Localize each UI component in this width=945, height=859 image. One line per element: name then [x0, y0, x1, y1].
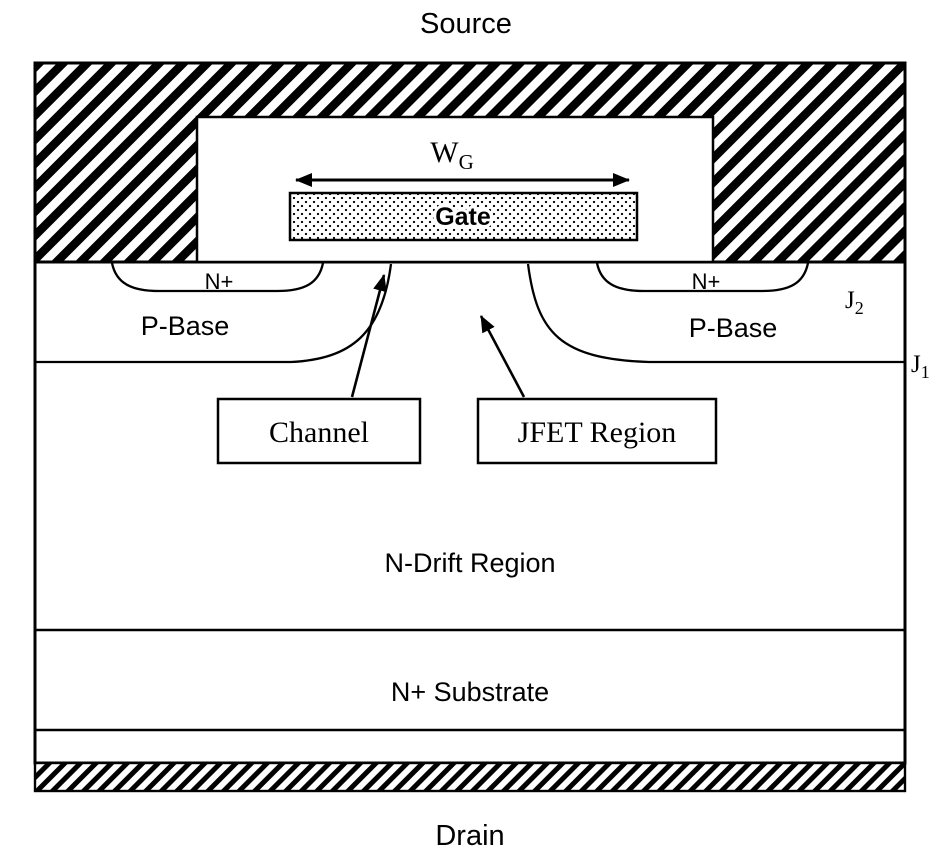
j2-junction-label: J2 — [845, 287, 864, 318]
nplus-right-region — [595, 262, 810, 293]
nplus-left-region — [110, 262, 325, 293]
drain-terminal-label: Drain — [435, 820, 504, 852]
channel-label: Channel — [269, 416, 369, 449]
n-substrate-label: N+ Substrate — [391, 677, 549, 707]
gate-label: Gate — [435, 203, 491, 231]
nplus-left-label: N+ — [205, 269, 234, 294]
channel-arrow — [350, 274, 387, 398]
jfet-callout-box — [476, 397, 718, 465]
j1-junction-label: J1 — [911, 351, 930, 382]
gate-electrode — [288, 191, 639, 242]
gate-width-label: WG — [430, 136, 474, 174]
jfet-region-label: JFET Region — [518, 416, 677, 449]
pbase-right-label: P-Base — [689, 313, 778, 343]
jfet-arrow — [479, 315, 526, 398]
pbase-right-junction — [526, 263, 905, 364]
channel-callout-box — [216, 397, 422, 465]
source-terminal-label: Source — [420, 8, 512, 40]
pbase-left-label: P-Base — [141, 311, 230, 341]
n-drift-label: N-Drift Region — [384, 548, 555, 578]
drain-metal — [33, 761, 907, 793]
nplus-right-label: N+ — [692, 269, 721, 294]
